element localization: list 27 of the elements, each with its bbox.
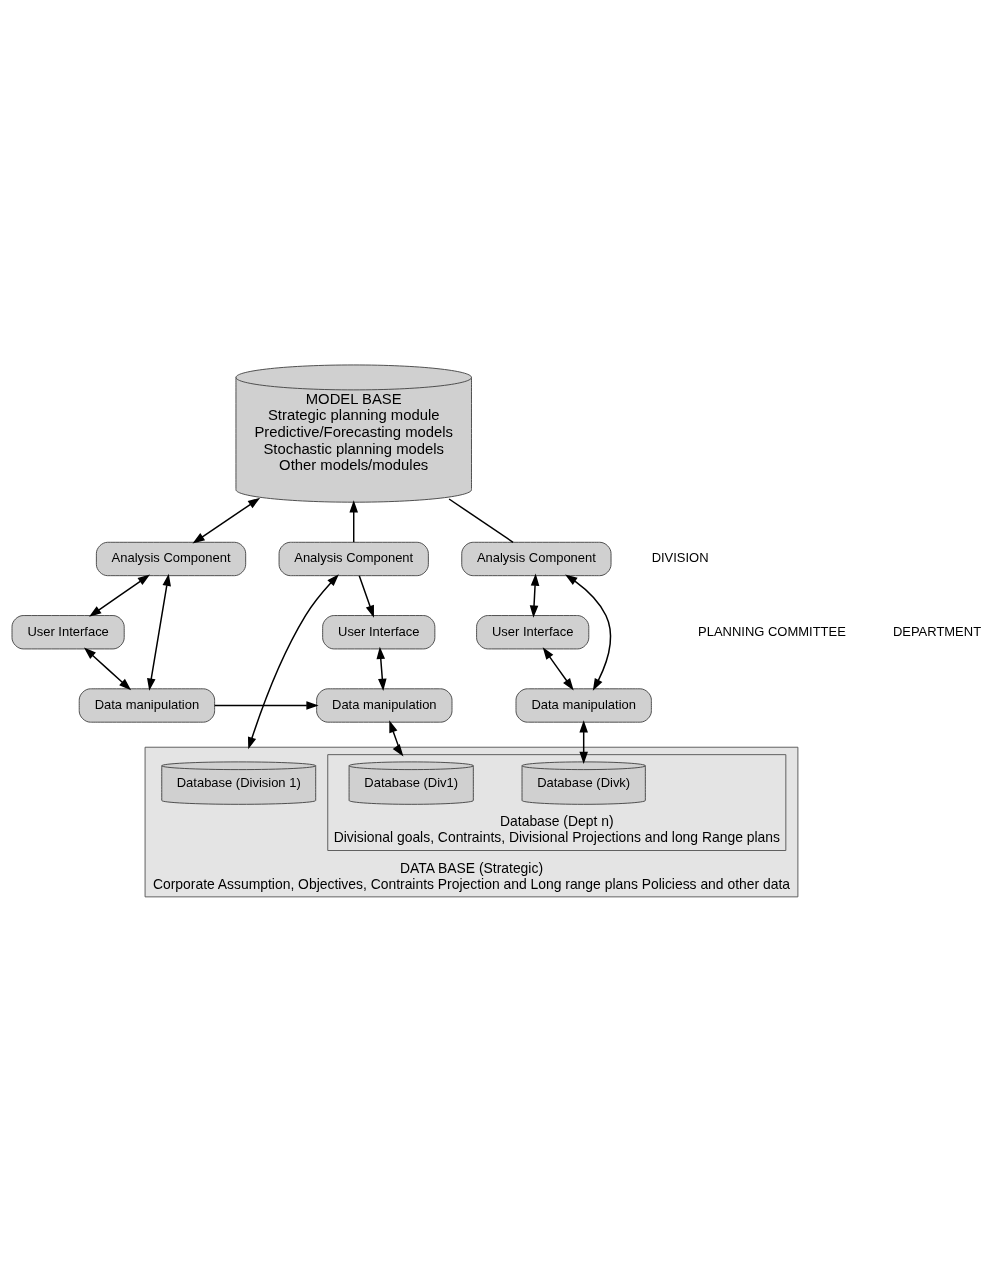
arrow	[89, 574, 151, 617]
arrow	[192, 497, 261, 544]
arrow	[358, 574, 374, 618]
arrow	[542, 646, 574, 691]
node-box: Analysis Component	[278, 541, 429, 576]
label: DEPARTMENT	[892, 623, 982, 639]
arrow	[349, 499, 358, 543]
arrow	[247, 573, 339, 749]
arrow	[147, 573, 171, 691]
label: PLANNING COMMITTEE	[698, 623, 846, 639]
node-box: Analysis Component	[461, 541, 612, 576]
connector	[448, 497, 514, 543]
node-box: Data manipulation	[78, 687, 216, 723]
arrow	[579, 719, 588, 764]
node-box: Analysis Component	[95, 541, 247, 576]
node-box: User Interface	[476, 614, 590, 649]
node-box: User Interface	[322, 614, 436, 649]
node-box: Data manipulation	[515, 687, 652, 723]
arrow	[83, 647, 132, 690]
label: DIVISION	[651, 549, 709, 565]
arrow	[529, 573, 540, 618]
arrow	[376, 646, 387, 691]
arrow	[213, 700, 319, 710]
node-box: User Interface	[11, 614, 125, 649]
arrow	[389, 719, 404, 756]
node-box: Data manipulation	[316, 687, 453, 723]
arrow	[565, 573, 612, 691]
